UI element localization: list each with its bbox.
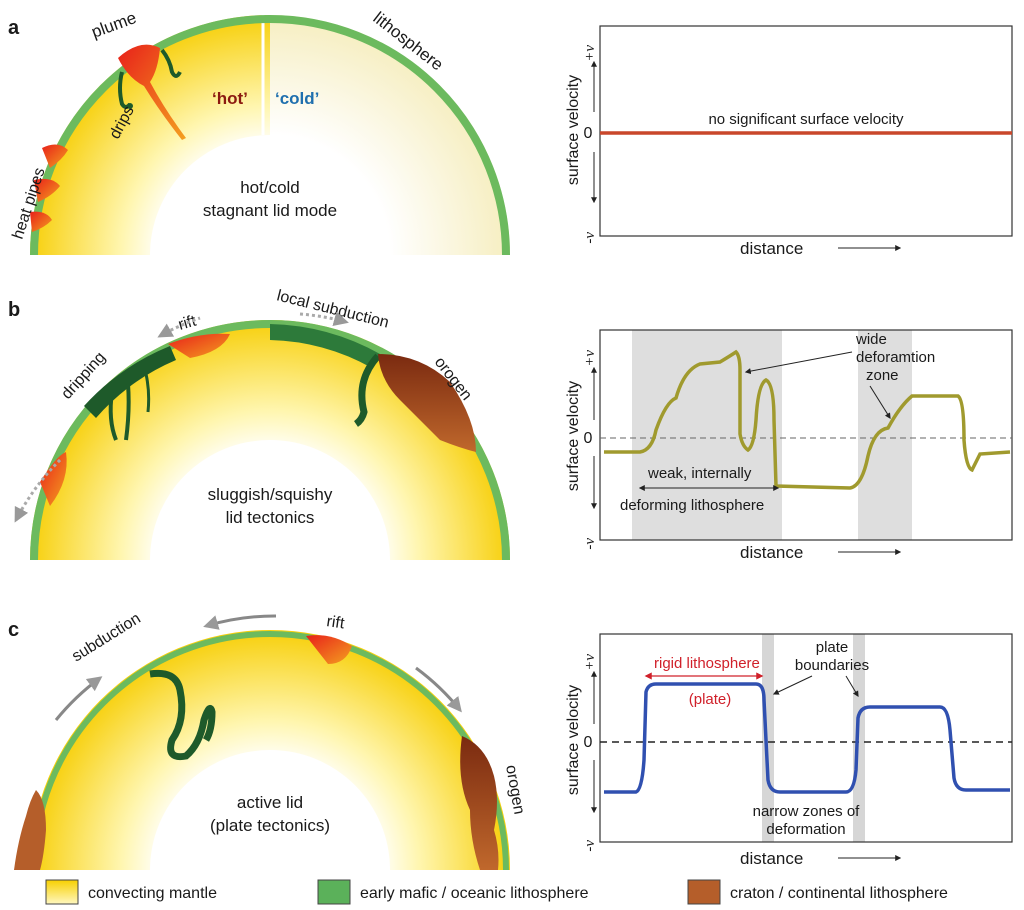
plot-c-ylabel: surface velocity [565, 685, 582, 795]
plot-a: surface velocity +ν 0 -ν no significant … [565, 25, 1013, 258]
heat-pipe-1 [42, 144, 68, 168]
plot-b-annot-wide-1: wide [855, 331, 887, 348]
plot-c-annot-rigid-1: rigid lithosphere [654, 655, 760, 672]
mantle-cold-half [270, 15, 510, 255]
legend-label-oceanic: early mafic / oceanic lithosphere [360, 885, 589, 902]
plot-c-shade-2 [853, 634, 865, 842]
subduction-slab-c [149, 669, 216, 761]
legend: convecting mantle early mafic / oceanic … [45, 879, 948, 905]
plate-arrow-top [203, 614, 277, 630]
plot-b-annot-weak-2: deforming lithosphere [620, 497, 764, 514]
plot-a-tick-zero: 0 [584, 125, 593, 142]
label-hot: ‘hot’ [212, 89, 248, 108]
plot-a-tick-minus: -ν [582, 232, 598, 244]
plume-shape [118, 44, 186, 140]
drip-b-3 [144, 373, 151, 413]
drip-b-2 [124, 383, 131, 441]
plot-b-arrow-wide-2 [869, 385, 891, 420]
legend-label-mantle: convecting mantle [88, 885, 217, 902]
plot-b-arrow-wide-1 [744, 351, 853, 375]
plot-b-annot-wide-2: deforamtion [856, 349, 935, 366]
plate-arrow-left [54, 676, 103, 721]
plot-b-tick-plus: +ν [582, 350, 598, 367]
plot-b-shade-2 [858, 330, 912, 540]
plot-b-velocity-line [604, 349, 1011, 490]
plate-arrow-right [415, 666, 462, 713]
plot-c-tick-minus: -ν [582, 840, 598, 852]
label-plume: plume [89, 8, 139, 42]
plot-c-tick-zero: 0 [584, 734, 593, 751]
heat-pipe-b [40, 452, 67, 506]
panel-a: a plume drips heat pipes ‘hot’ ‘cold’ li… [8, 8, 510, 256]
subduction-arrow [299, 311, 349, 327]
mode-a-line2: stagnant lid mode [203, 201, 337, 220]
plot-c-tick-plus: +ν [582, 654, 598, 671]
rift-b [168, 333, 230, 358]
legend-label-craton: craton / continental lithosphere [730, 885, 948, 902]
plot-a-ylabel: surface velocity [565, 75, 582, 185]
plot-a-xlabel: distance [740, 239, 803, 258]
mode-a-line1: hot/cold [240, 178, 300, 197]
mantle-c [30, 630, 510, 870]
local-subduction-slab [353, 353, 381, 427]
heat-pipe-2 [34, 178, 60, 202]
craton-left [14, 790, 46, 870]
plot-b: surface velocity +ν 0 -ν wide deforamtio… [565, 329, 1013, 562]
plot-c-velocity-line [604, 682, 1010, 794]
mode-b-line1: sluggish/squishy [208, 485, 333, 504]
plot-c-arrow-plate-2 [845, 675, 859, 698]
panel-c: c subduction rift orogen active lid (pla… [8, 610, 527, 871]
drip-blob-1 [127, 103, 133, 109]
dripping-region [84, 346, 176, 418]
label-cold: ‘cold’ [275, 89, 319, 108]
panel-b: b dripping rift local subduction orogen … [8, 287, 510, 561]
plot-c-annot-plate-2: boundaries [795, 657, 869, 674]
plot-c-annot-rigid-2: (plate) [689, 691, 732, 708]
panel-letter-c: c [8, 619, 19, 641]
lithosphere-ring-a [30, 15, 510, 256]
rift-c [306, 635, 352, 664]
plot-a-frame [599, 25, 1013, 237]
drip-b-1 [108, 391, 118, 441]
plot-c: surface velocity +ν 0 -ν rigid lithosphe… [565, 633, 1013, 868]
mode-b-line2: lid tectonics [226, 508, 315, 527]
panel-letter-b: b [8, 299, 20, 321]
plot-b-ylabel: surface velocity [565, 381, 582, 491]
plot-a-annotation: no significant surface velocity [708, 111, 904, 128]
mode-c-line1: active lid [237, 793, 303, 812]
legend-swatch-craton [687, 879, 721, 905]
legend-swatch-mantle [45, 879, 79, 905]
subduction-region-b [270, 324, 380, 368]
dripping-arrow-down [14, 458, 62, 523]
drip-2 [160, 48, 182, 78]
plot-b-annot-wide-3: zone [866, 367, 899, 384]
panel-letter-a: a [8, 17, 20, 39]
plot-c-frame [599, 633, 1013, 843]
plot-c-xlabel: distance [740, 849, 803, 868]
label-rift-c: rift [325, 613, 346, 632]
plot-b-tick-minus: -ν [582, 538, 598, 550]
plot-c-arrow-plate-1 [772, 675, 813, 695]
label-subduction-c: subduction [69, 610, 144, 665]
plot-c-annot-narrow-2: deformation [766, 821, 845, 838]
plot-c-annot-plate-1: plate [816, 639, 849, 656]
mantle-hot-half [30, 15, 270, 255]
plot-b-xlabel: distance [740, 543, 803, 562]
label-orogen-c: orogen [502, 764, 527, 816]
mode-c-line2: (plate tectonics) [210, 816, 330, 835]
plot-b-annot-weak-1: weak, internally [647, 465, 752, 482]
rift-arrow [157, 316, 201, 338]
plot-c-annot-narrow-1: narrow zones of [753, 803, 861, 820]
orogen-b [378, 354, 476, 452]
plot-b-frame [599, 329, 1013, 541]
plot-b-tick-zero: 0 [584, 430, 593, 447]
legend-swatch-oceanic [317, 879, 351, 905]
heat-pipe-3 [30, 211, 52, 232]
plot-a-tick-plus: +ν [582, 45, 598, 62]
orogen-c [460, 736, 499, 870]
